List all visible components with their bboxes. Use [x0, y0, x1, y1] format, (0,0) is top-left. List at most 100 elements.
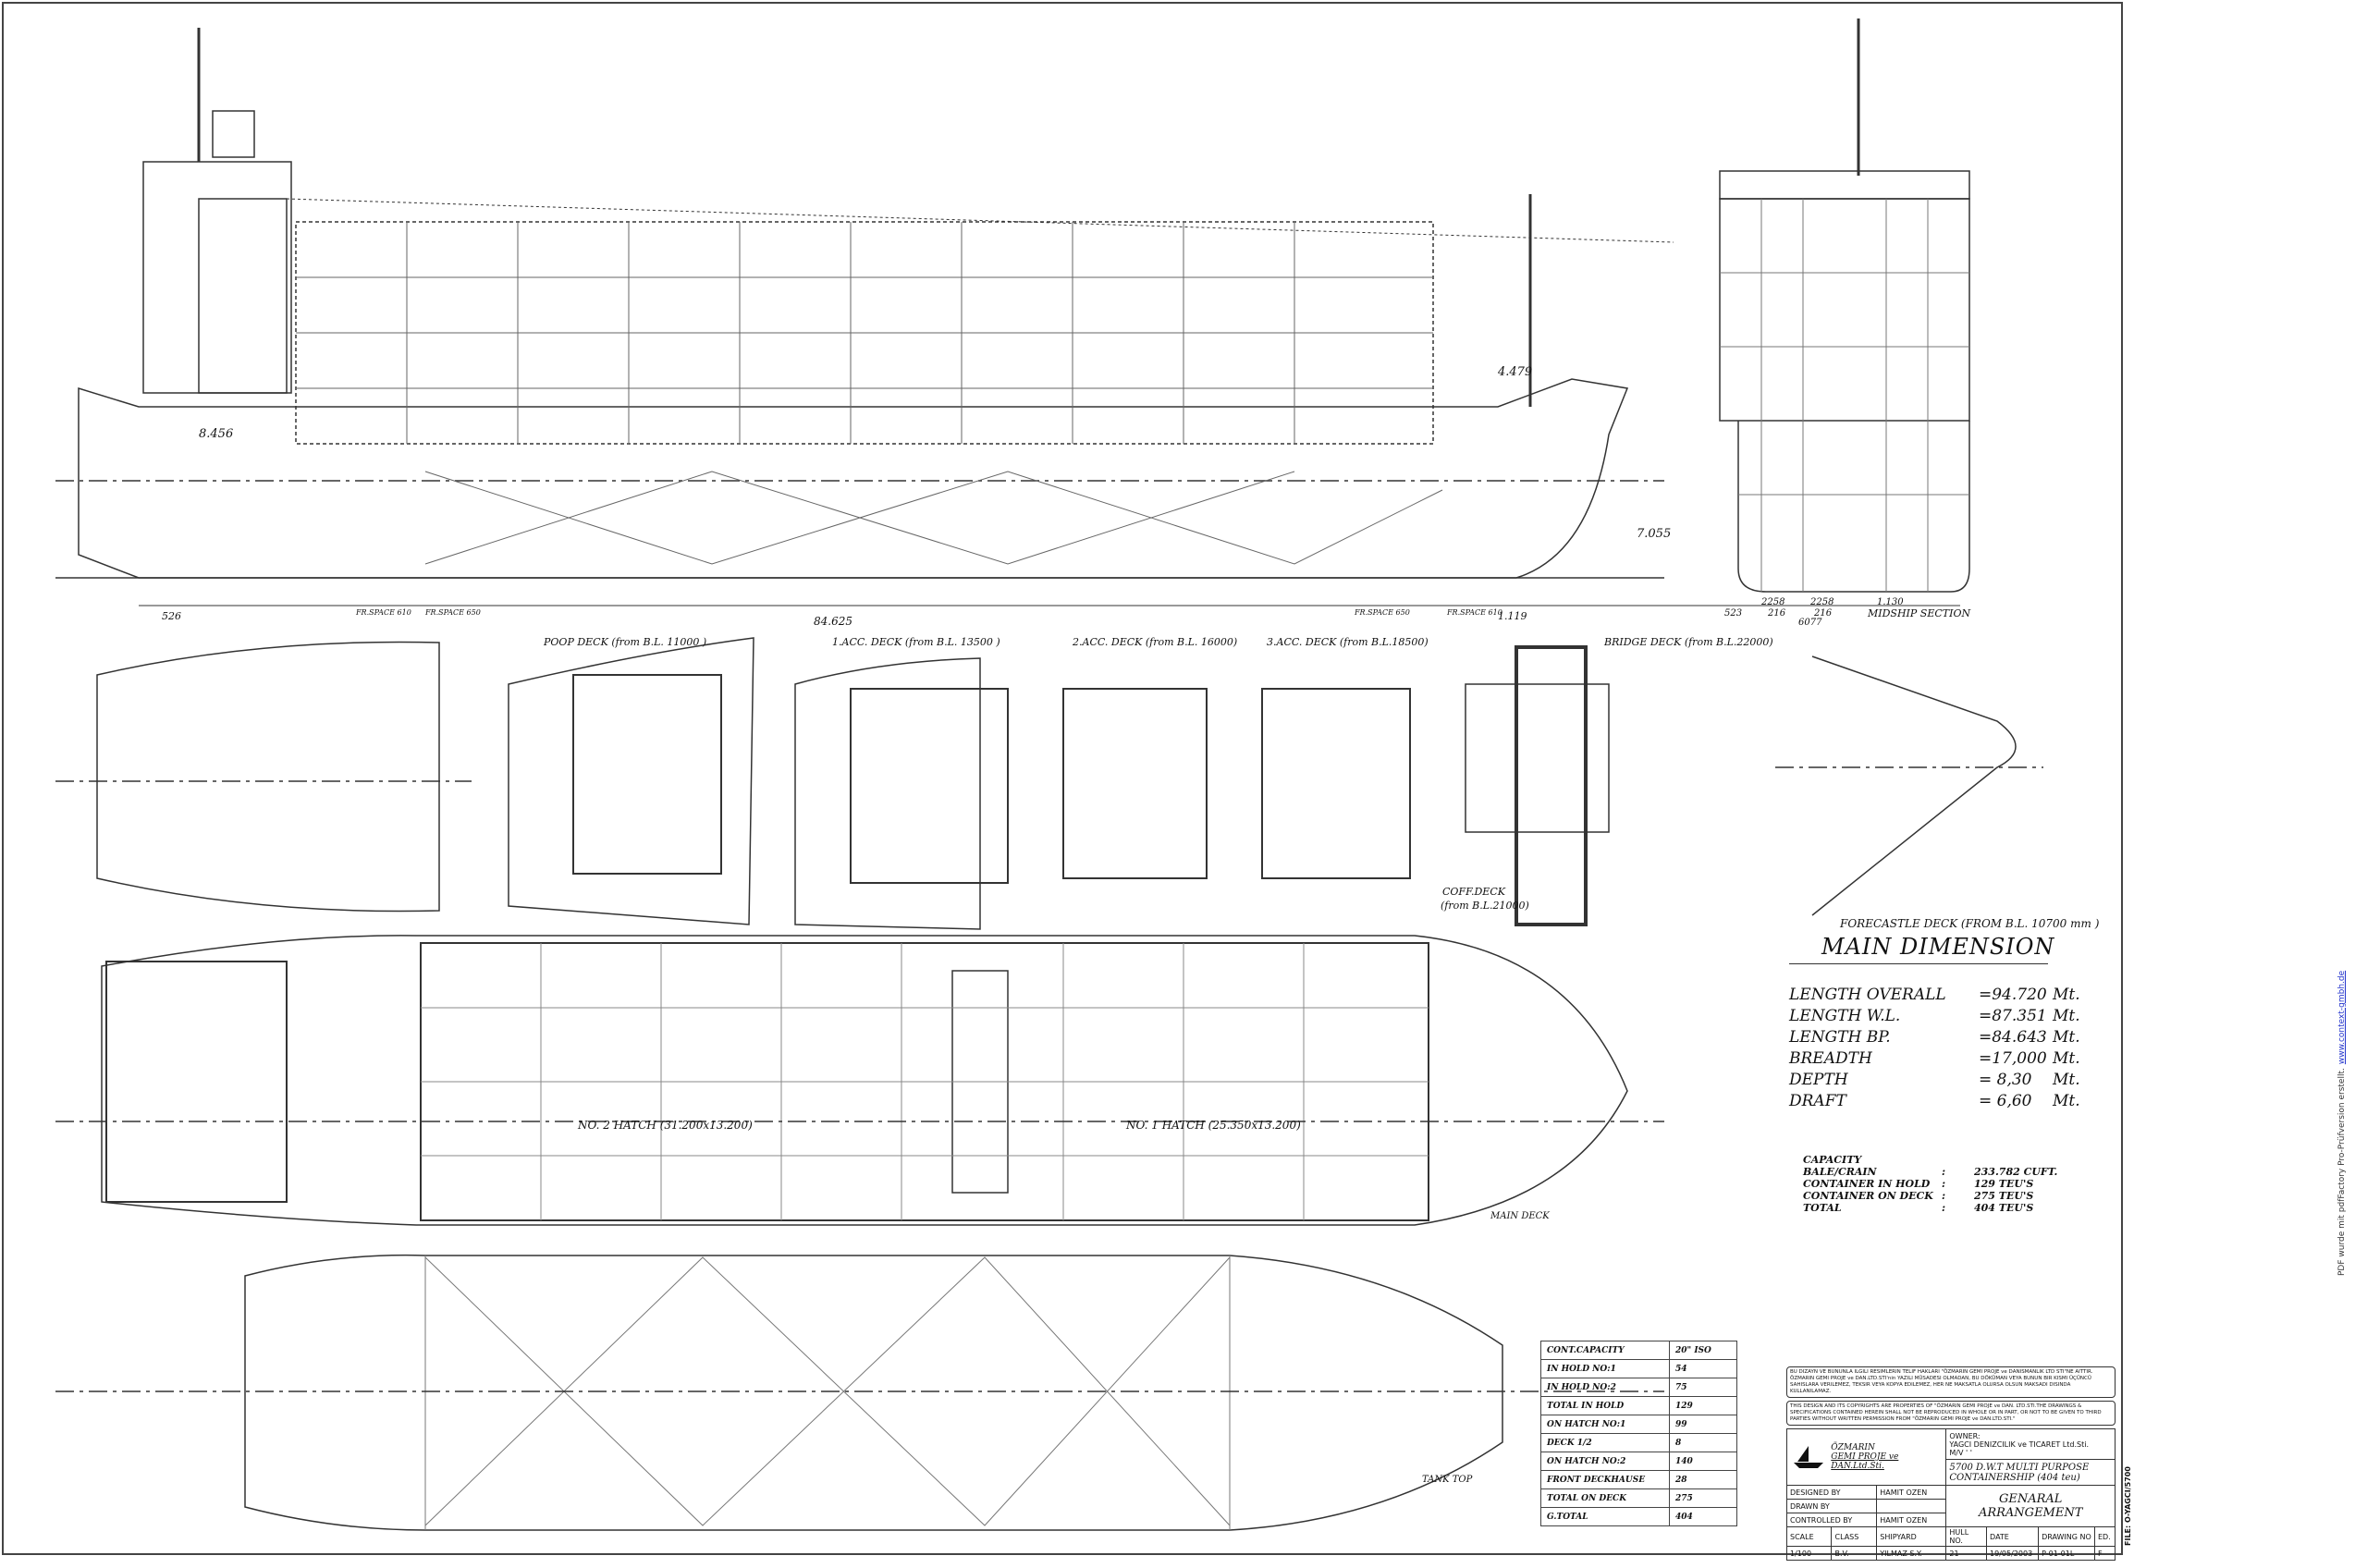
dimension-value: =84.643: [1979, 1028, 2047, 1047]
dimension-value: = 8,30: [1979, 1071, 2032, 1089]
owner-name: YAGCI DENIZCILIK ve TICARET Ltd.Sti.: [1949, 1439, 2089, 1449]
capacity-row: BALE/CRAIN:233.782 CUFT.: [1803, 1166, 2058, 1178]
hatch2-label: NO. 2 HATCH (31.200x13.200): [578, 1119, 753, 1132]
dimension-label: BREADTH: [1789, 1049, 1872, 1068]
capacity-row: CONTAINER ON DECK:275 TEU'S: [1803, 1190, 2034, 1202]
poop-deck-aft-plan: [55, 641, 472, 913]
capacity-row: TOTAL:404 TEU'S: [1803, 1202, 2034, 1214]
value-cell: 1/100: [1785, 1546, 1833, 1561]
forecastle-deck-label: FORECASTLE DECK (FROM B.L. 10700 mm ): [1840, 917, 2100, 930]
header-cell: SCALE: [1785, 1526, 1833, 1547]
capacity-label: CONTAINER ON DECK: [1803, 1190, 1933, 1202]
main-dimension-title: MAIN DIMENSION: [1821, 934, 2055, 960]
dim-label: 6077: [1798, 618, 1822, 628]
value-cell: 19/05/2003: [1986, 1546, 2040, 1561]
value-cell: F: [2093, 1546, 2116, 1561]
bridge-deck-label: BRIDGE DECK (from B.L.22000): [1604, 636, 1773, 648]
ship-type: 5700 D.W.T MULTI PURPOSE: [1949, 1462, 2090, 1473]
title-block-table: ÖZMARIN GEMI PROJE ve DAN.Ltd.Sti. OWNER…: [1785, 1427, 2116, 1561]
tank-top-label: TANK TOP: [1422, 1475, 1473, 1485]
table-cell: FRONT DECKHAUSE: [1540, 1470, 1670, 1489]
table-cell: 140: [1669, 1452, 1737, 1471]
table-cell: 275: [1669, 1488, 1737, 1508]
dim-label: 4.479: [1498, 365, 1533, 379]
capacity-label: TOTAL: [1803, 1202, 1842, 1214]
profile-view: [55, 28, 1960, 606]
dimension-value: =94.720: [1979, 986, 2047, 1004]
capacity-value: 275 TEU'S: [1974, 1190, 2034, 1202]
title-block: BU DIZAYN VE BUNUNLA ILGILI RESIMLERIN T…: [1785, 1366, 2116, 1561]
context-link[interactable]: www.context-gmbh.de: [2337, 970, 2347, 1065]
header-cell: ED.: [2093, 1526, 2116, 1547]
value-cell: P-01-01L: [2038, 1546, 2095, 1561]
dimension-row: LENGTH BP. =84.643 Mt.: [1789, 1028, 2080, 1049]
table-cell: 8: [1669, 1433, 1737, 1452]
designed-by-label: DESIGNED BY: [1785, 1485, 1878, 1500]
coff-deck-label: COFF.DECK: [1442, 886, 1505, 898]
table-cell: 404: [1669, 1507, 1737, 1526]
capacity-label: BALE/CRAIN: [1803, 1166, 1877, 1178]
dim-label: 216: [1814, 608, 1833, 619]
frame-spacing-label: FR.SPACE 650: [425, 608, 481, 617]
table-cell: 75: [1669, 1378, 1737, 1397]
pdf-footer: PDF wurde mit pdfFactory Pro-Prüfversion…: [2337, 971, 2347, 1276]
table-cell: TOTAL IN HOLD: [1540, 1396, 1670, 1415]
frame-spacing-label: FR.SPACE 610: [356, 608, 411, 617]
drawing-frame: [2, 2, 2123, 1555]
value-cell: B.V.: [1831, 1546, 1878, 1561]
dimension-value: =87.351: [1979, 1007, 2047, 1025]
header-cell: HULL NO.: [1945, 1526, 1988, 1547]
dimension-unit: Mt.: [2053, 1007, 2080, 1025]
dimension-row: BREADTH =17,000 Mt.: [1789, 1049, 2080, 1071]
value-cell: 21: [1945, 1546, 1988, 1561]
frame-spacing-label: FR.SPACE 610: [1447, 608, 1502, 617]
main-deck-label: MAIN DECK: [1490, 1211, 1550, 1221]
ship-type-2: CONTAINERSHIP (404 teu): [1949, 1472, 2080, 1483]
main-deck-plan: [55, 935, 1664, 1226]
dim-label: 8.456: [199, 427, 234, 441]
dim-label: 216: [1768, 608, 1786, 619]
header-cell: DRAWING NO: [2038, 1526, 2095, 1547]
table-cell: G.TOTAL: [1540, 1507, 1670, 1526]
designed-by: HAMIT OZEN: [1876, 1485, 1947, 1500]
accommodation-deck-plans: [508, 637, 1610, 930]
dimension-unit: Mt.: [2053, 1071, 2080, 1089]
header-cell: SHIPYARD: [1876, 1526, 1947, 1547]
forecastle-deck-plan: [1775, 655, 2043, 916]
table-cell: 99: [1669, 1415, 1737, 1434]
dimension-unit: Mt.: [2053, 986, 2080, 1004]
dim-label: 526: [162, 610, 181, 622]
dimension-row: DEPTH = 8,30 Mt.: [1789, 1071, 2080, 1092]
dim-label: 7.055: [1637, 527, 1672, 541]
tank-top-plan: [55, 1254, 1664, 1531]
controlled-by-label: CONTROLLED BY: [1785, 1513, 1878, 1527]
frame-spacing-label: FR.SPACE 650: [1355, 608, 1410, 617]
drawn-by-label: DRAWN BY: [1785, 1499, 1878, 1513]
pdf-note: PDF wurde mit pdfFactory Pro-Prüfversion…: [2337, 1068, 2347, 1276]
acc2-deck-label: 2.ACC. DECK (from B.L. 16000): [1073, 636, 1238, 648]
table-cell: IN HOLD NO:1: [1540, 1359, 1670, 1378]
acc3-deck-label: 3.ACC. DECK (from B.L.18500): [1267, 636, 1429, 648]
table-cell: TOTAL ON DECK: [1540, 1488, 1670, 1508]
poop-deck-label: POOP DECK (from B.L. 11000 ): [544, 636, 707, 648]
vessel-name: M/V ' ': [1949, 1448, 1972, 1457]
acc1-deck-label: 1.ACC. DECK (from B.L. 13500 ): [832, 636, 1000, 648]
dimension-label: LENGTH OVERALL: [1789, 986, 1946, 1004]
dimension-label: LENGTH BP.: [1789, 1028, 1891, 1047]
dimension-unit: Mt.: [2053, 1028, 2080, 1047]
table-cell: CONT.CAPACITY: [1540, 1341, 1670, 1360]
dimension-unit: Mt.: [2053, 1049, 2080, 1068]
header-cell: DATE: [1986, 1526, 2040, 1547]
dimension-label: DEPTH: [1789, 1071, 1848, 1089]
table-cell: 20" ISO: [1669, 1341, 1737, 1360]
table-cell: 28: [1669, 1470, 1737, 1489]
dimension-value: =17,000: [1979, 1049, 2047, 1068]
